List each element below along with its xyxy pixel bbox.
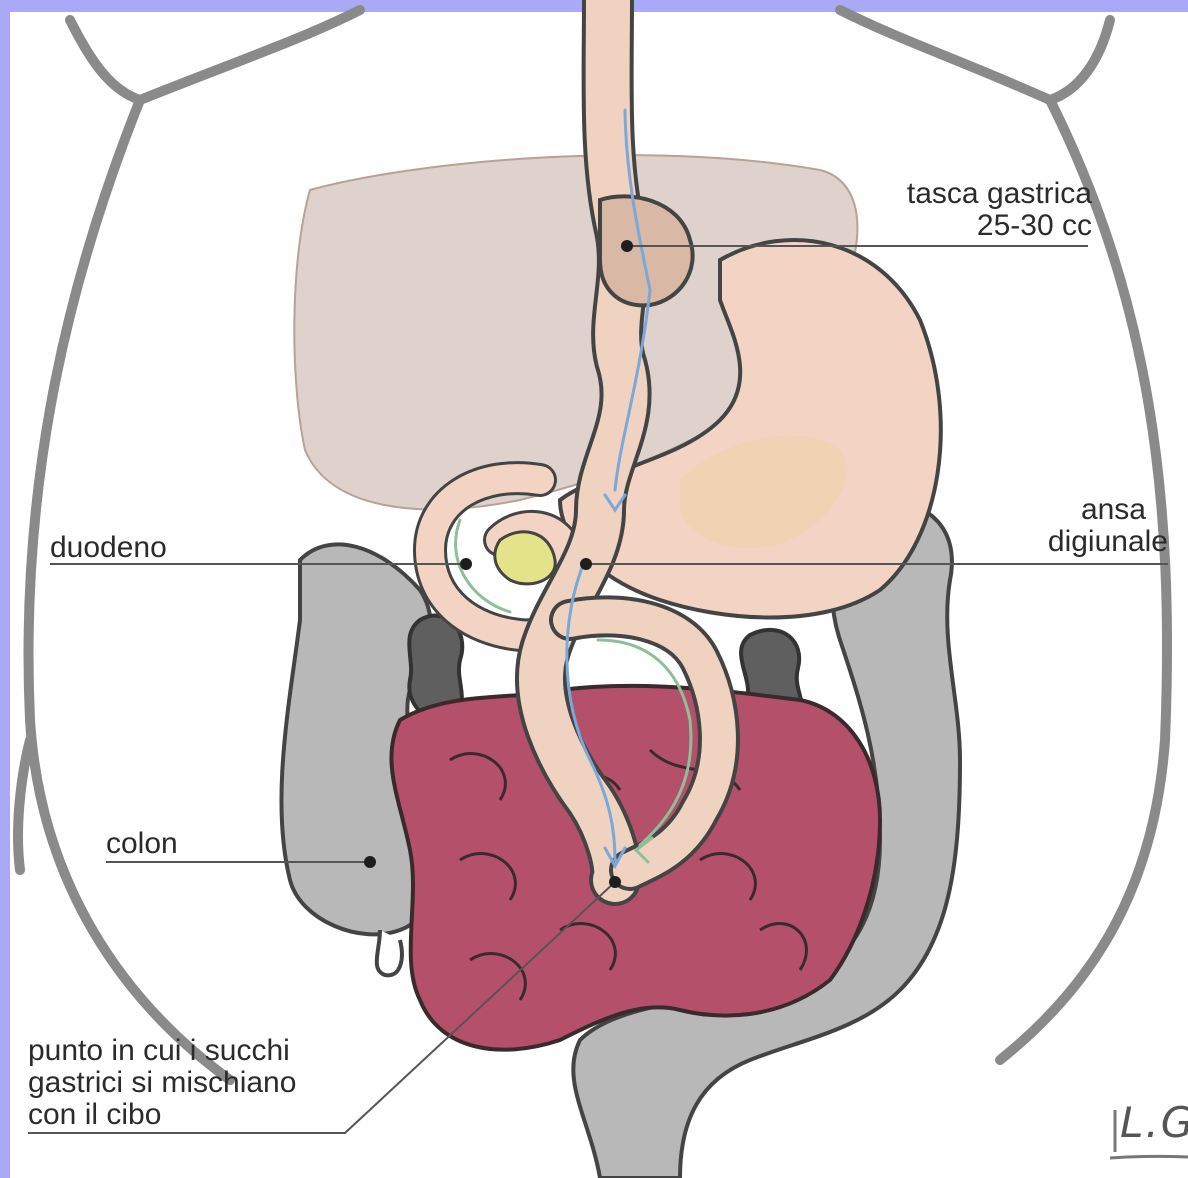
junction-label-line1: punto in cui i succhi (28, 1035, 290, 1067)
duodenum-label: duodeno (50, 532, 167, 564)
gallbladder-shape (495, 532, 555, 584)
junction-label-line3: con il cibo (28, 1099, 161, 1131)
pouch-label-line1: tasca gastrica (907, 178, 1092, 210)
pouch-label-line2: 25-30 cc (977, 210, 1092, 242)
jejunal-label-line1: ansa (1081, 494, 1146, 526)
jejunal-label-line2: digiunale (1048, 526, 1168, 558)
colon-label: colon (106, 828, 178, 860)
junction-label-line2: gastrici si mischiano (28, 1067, 296, 1099)
artist-signature: L.G (1120, 1098, 1188, 1147)
